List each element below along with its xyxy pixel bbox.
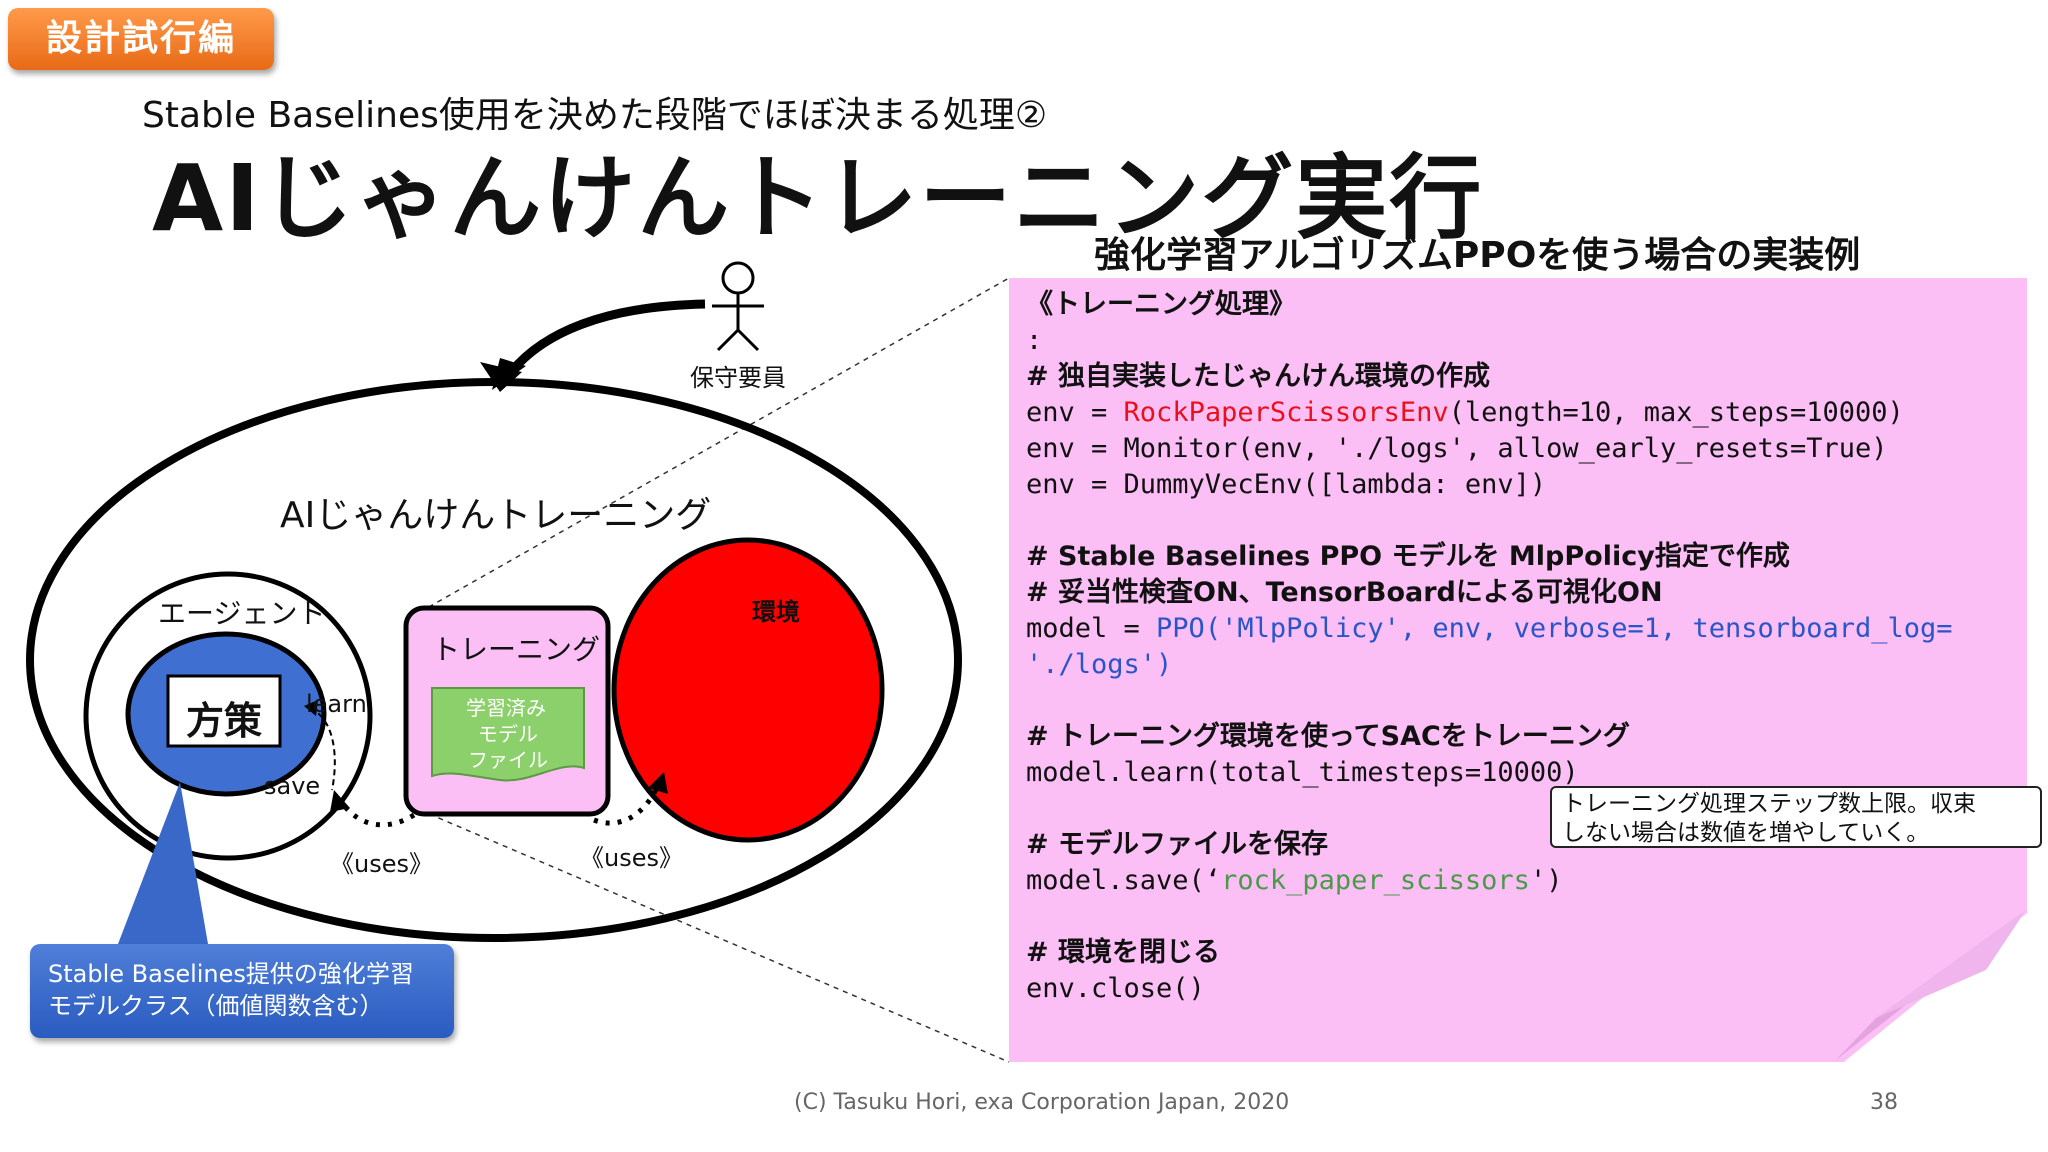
file-label-2: モデル — [478, 722, 538, 746]
training-label: トレーニング — [432, 633, 601, 666]
code-note — [1009, 278, 2027, 1062]
slide-title: AIじゃんけんトレーニング実行 — [152, 145, 1484, 252]
uses-label-left: 《uses》 — [330, 850, 433, 878]
code-string-token: rock_paper_scissors — [1221, 865, 1530, 896]
learn-save-loop — [309, 707, 336, 791]
code-line-monitor: env = Monitor(env, './logs', allow_early… — [1026, 433, 1888, 464]
zoom-line-bottom — [419, 809, 1010, 1063]
code-token: ') — [1529, 865, 1563, 896]
comment-3: # 妥当性検査ON、TensorBoardによる可視化ON — [1026, 577, 1663, 608]
section-tag: 設計試行編 — [8, 8, 274, 70]
callout-line-2: しない場合は数値を増やしていく。 — [1562, 820, 1930, 846]
code-token: (length=10, max_steps=10000) — [1448, 397, 1904, 428]
file-label-1: 学習済み — [466, 696, 546, 720]
code-line-close: env.close() — [1026, 973, 1205, 1004]
blue-note-line-2: モデルクラス（価値関数含む） — [48, 992, 384, 1020]
environment-label: 環境 — [752, 598, 800, 626]
copyright: (C) Tasuku Hori, exa Corporation Japan, … — [794, 1090, 1290, 1115]
uses-label-right: 《uses》 — [580, 844, 683, 872]
environment-circle — [611, 537, 885, 843]
comment-6: # 環境を閉じる — [1026, 937, 1221, 968]
page-number: 38 — [1870, 1090, 1898, 1115]
code-line-model-cont: './logs') — [1026, 649, 1173, 680]
training-boundary — [26, 378, 962, 942]
note-section-title: 《トレーニング処理》 — [1026, 289, 1296, 320]
code-line-save: model.save(‘rock_paper_scissors') — [1026, 864, 1562, 898]
blue-note: Stable Baselines提供の強化学習 モデルクラス（価値関数含む） — [30, 944, 454, 1038]
note-heading: 強化学習アルゴリズムPPOを使う場合の実装例 — [1094, 235, 1861, 276]
comment-1: # 独自実装したじゃんけん環境の作成 — [1026, 361, 1491, 392]
actor-arrow — [501, 299, 706, 383]
blue-note-pointer — [118, 782, 208, 944]
save-label: save — [264, 772, 321, 800]
actor-icon — [712, 261, 764, 352]
file-label-3: ファイル — [468, 748, 548, 772]
comment-5: # モデルファイルを保存 — [1026, 829, 1329, 860]
outer-label: AIじゃんけんトレーニング — [280, 495, 712, 536]
policy-box — [166, 674, 282, 748]
policy-label: 方策 — [186, 699, 263, 743]
learn-label: learn — [306, 690, 367, 718]
uses-arrow-right — [593, 783, 661, 826]
callout-line-1: トレーニング処理ステップ数上限。収束 — [1562, 791, 1976, 817]
code-line-dummyvec: env = DummyVecEnv([lambda: env]) — [1026, 469, 1547, 500]
model-file-icon — [431, 687, 585, 782]
note-fold — [1836, 910, 2026, 1060]
code-args-token: PPO('MlpPolicy', env, verbose=1, tensorb… — [1156, 613, 1953, 644]
uses-arrow-left — [337, 798, 416, 828]
code-line-env-create: env = RockPaperScissorsEnv(length=10, ma… — [1026, 396, 1904, 430]
code-token: model.save(‘ — [1026, 865, 1222, 896]
zoom-line-top — [419, 277, 1010, 613]
code-line-model: model = PPO('MlpPolicy', env, verbose=1,… — [1026, 612, 1953, 646]
code-class-token: RockPaperScissorsEnv — [1123, 397, 1449, 428]
blue-note-line-1: Stable Baselines提供の強化学習 — [48, 960, 414, 988]
note-ellipsis: : — [1026, 325, 1043, 356]
slide-subtitle: Stable Baselines使用を決めた段階でほぼ決まる処理② — [142, 95, 1048, 136]
actor-label: 保守要員 — [690, 364, 786, 392]
agent-label: エージェント — [158, 597, 326, 630]
comment-4: # トレーニング環境を使ってSACをトレーニング — [1026, 721, 1630, 752]
code-token: model = — [1026, 613, 1157, 644]
comment-2: # Stable Baselines PPO モデルを MlpPolicy指定で… — [1026, 541, 1790, 572]
steps-callout: トレーニング処理ステップ数上限。収束 しない場合は数値を増やしていく。 — [1550, 786, 2042, 848]
code-line-learn: model.learn(total_timesteps=10000) — [1026, 757, 1579, 788]
code-token: env = — [1026, 397, 1124, 428]
